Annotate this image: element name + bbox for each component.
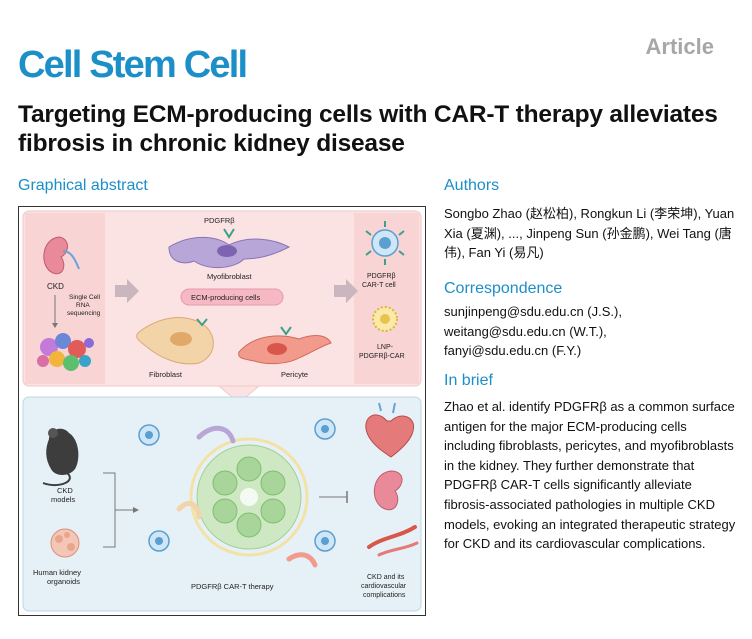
- authors-heading: Authors: [444, 177, 500, 194]
- heart-icon: [365, 402, 415, 458]
- in-brief-text: Zhao et al. identify PDGFRβ as a common …: [444, 399, 736, 552]
- scrna-label-3: sequencing: [67, 310, 101, 317]
- outcome-label-1: CKD and its: [367, 574, 405, 581]
- fibroblast-icon: [136, 317, 214, 365]
- down-arrowhead: [52, 323, 58, 328]
- car-t-label-1: PDGFRβ: [367, 273, 396, 280]
- graphical-abstract-heading: Graphical abstract: [18, 177, 148, 194]
- scrna-cluster-icon: [37, 333, 94, 371]
- kidney-tubule-icon: [189, 437, 309, 557]
- outcome-label-2: cardiovascular: [361, 583, 407, 590]
- ecm-cells-label: ECM-producing cells: [191, 293, 260, 302]
- correspondence-heading: Correspondence: [444, 280, 563, 297]
- ckd-models-label-1: CKD: [57, 486, 73, 495]
- panel-connector: [217, 385, 261, 404]
- ckd-models-label-2: models: [51, 495, 75, 504]
- correspondence-emails: sunjinpeng@sdu.edu.cn (J.S.), weitang@sd…: [444, 302, 736, 361]
- arrow-to-cells: [115, 279, 139, 303]
- therapy-label: PDGFRβ CAR-T therapy: [191, 582, 274, 591]
- bracket-arrowhead: [133, 507, 139, 513]
- mouse-icon: [42, 428, 79, 487]
- lnp-icon: [372, 306, 398, 332]
- arrow-to-therapy: [334, 279, 358, 303]
- organoids-label-2: organoids: [47, 577, 80, 586]
- email-link[interactable]: weitang@sdu.edu.cn (W.T.),: [444, 323, 607, 339]
- ckd-label: CKD: [47, 282, 64, 291]
- organoids-label-1: Human kidney: [33, 568, 81, 577]
- lnp-label-1: LNP-: [377, 344, 394, 351]
- article-type: Article: [645, 34, 714, 59]
- organoid-icon: [50, 528, 80, 558]
- kidney-icon: [43, 236, 80, 275]
- pdgfrb-label: PDGFRβ: [204, 216, 235, 225]
- kidney-icon: [373, 470, 403, 511]
- article-title: Targeting ECM-producing cells with CAR-T…: [18, 101, 718, 157]
- scrna-label-1: Single Cell: [69, 294, 101, 301]
- pericyte-icon: [238, 326, 332, 365]
- journal-name: Cell Stem Cell: [18, 44, 248, 86]
- car-t-cell-icon: [138, 418, 336, 552]
- fibroblast-icon: [176, 500, 202, 520]
- in-brief-heading: In brief: [444, 372, 493, 389]
- lnp-label-2: PDGFRβ-CAR: [359, 353, 405, 360]
- myofibroblast-icon: [196, 425, 236, 444]
- car-t-cell-icon: [365, 221, 405, 265]
- email-link[interactable]: sunjinpeng@sdu.edu.cn (J.S.),: [444, 304, 622, 319]
- car-t-label-2: CAR-T cell: [362, 282, 396, 289]
- pericyte-label: Pericyte: [281, 370, 308, 379]
- graphical-abstract: CKD Single Cell RNA sequencing PDGFRβ My…: [18, 206, 426, 616]
- myofibroblast-icon: [168, 228, 291, 268]
- pericyte-icon: [286, 552, 318, 568]
- scrna-label-2: RNA: [76, 302, 90, 309]
- fibroblast-label: Fibroblast: [149, 370, 183, 379]
- ecm-cells-pill: [180, 288, 284, 306]
- outcome-label-3: complications: [363, 592, 406, 599]
- blood-vessel-icon: [367, 525, 419, 557]
- models-bracket: [103, 472, 135, 548]
- myofibroblast-label: Myofibroblast: [207, 272, 253, 281]
- authors-list: Songbo Zhao (赵松柏), Rongkun Li (李荣坤), Yua…: [444, 206, 735, 261]
- email-link[interactable]: fanyi@sdu.edu.cn (F.Y.): [444, 343, 582, 359]
